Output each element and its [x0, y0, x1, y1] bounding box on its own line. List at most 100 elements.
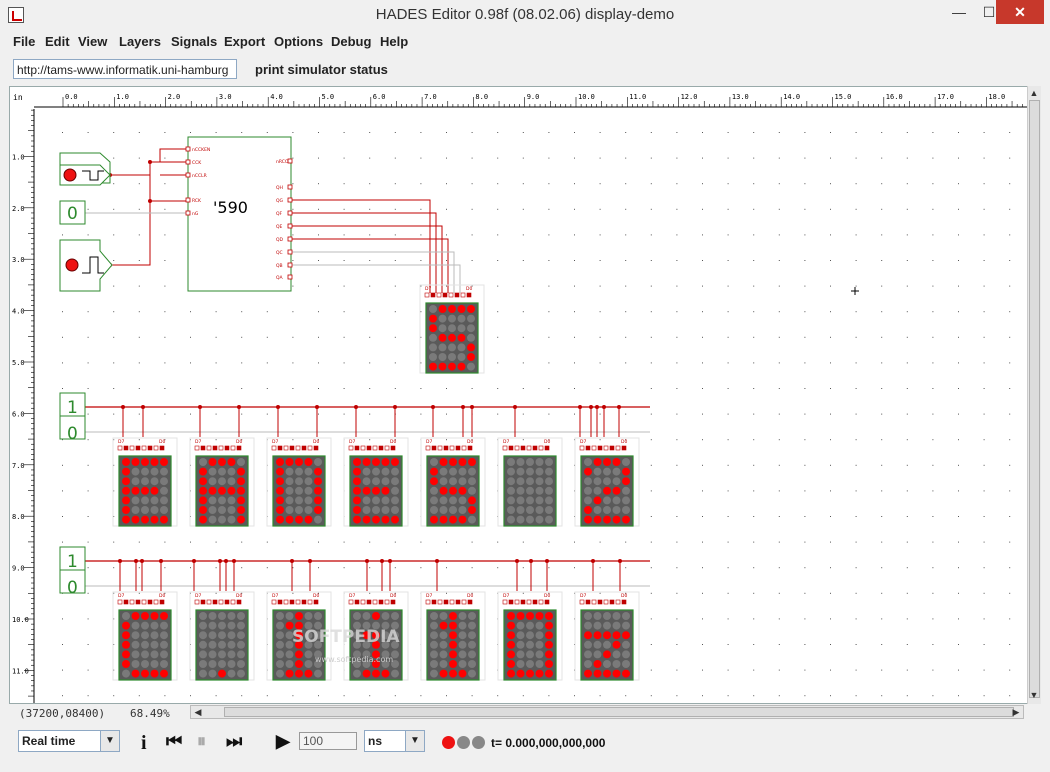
chip-pin-label: QH: [276, 185, 283, 191]
grid-dot: [830, 516, 831, 517]
matrix-led-on: [449, 458, 457, 466]
matrix-led-off: [593, 650, 602, 659]
tap-junction: [276, 405, 280, 409]
matrix-input-pin: [360, 445, 366, 451]
matrix-led-off: [467, 324, 475, 333]
ruler-top-label: 14.0: [783, 93, 800, 101]
matrix-led-on: [237, 467, 245, 476]
grid-dot: [676, 490, 678, 492]
matrix-led-off: [314, 640, 322, 649]
fast-forward-icon[interactable]: ⏭: [226, 731, 243, 751]
matrix-led-off: [160, 650, 168, 659]
menu-export[interactable]: Export: [224, 34, 266, 49]
matrix-led-off: [276, 660, 284, 668]
matrix-led-off: [438, 353, 447, 361]
vertical-scrollbar[interactable]: ▲ ▼: [1027, 86, 1041, 704]
grid-dot: [241, 541, 243, 543]
matrix-input-pin: [212, 599, 218, 605]
grid-dot: [830, 618, 831, 620]
matrix-led-on: [353, 515, 361, 524]
matrix-input-pin: [147, 599, 153, 605]
rewind-icon[interactable]: ⏮: [166, 731, 183, 751]
grid-dot: [650, 132, 652, 133]
maximize-button[interactable]: ☐: [982, 4, 996, 20]
grid-dot: [113, 464, 115, 466]
matrix-led-on: [516, 612, 525, 620]
grid-dot: [599, 567, 601, 569]
step-value-input[interactable]: 100: [299, 732, 357, 750]
matrix-led-off: [603, 612, 611, 620]
scroll-right-icon[interactable]: ▶: [1012, 707, 1020, 717]
matrix-led-on: [593, 660, 602, 668]
menu-edit[interactable]: Edit: [45, 34, 70, 49]
matrix-led-on: [199, 515, 207, 524]
matrix-led-on: [448, 362, 456, 371]
grid-dot: [778, 541, 780, 543]
menu-file[interactable]: File: [13, 34, 36, 49]
grid-dot: [753, 157, 755, 159]
grid-dot: [804, 541, 806, 543]
matrix-led-off: [622, 660, 630, 668]
matrix-led-on: [372, 650, 380, 659]
chevron-down-icon[interactable]: ▼: [100, 731, 119, 751]
matrix-led-on: [353, 486, 361, 495]
time-unit-select[interactable]: ns ▼: [364, 730, 425, 752]
pause-icon[interactable]: ⏸: [197, 731, 206, 751]
matrix-led-off: [304, 467, 313, 476]
menu-view[interactable]: View: [78, 34, 108, 49]
close-button[interactable]: ✕: [996, 0, 1044, 24]
vertical-scroll-thumb[interactable]: [1029, 100, 1040, 698]
matrix-led-off: [227, 660, 236, 668]
matrix-led-on: [295, 669, 303, 678]
sim-running-led-icon: [442, 736, 455, 749]
matrix-led-off: [237, 612, 245, 620]
matrix-led-off: [208, 477, 217, 486]
minimize-button[interactable]: —: [952, 4, 966, 20]
grid-dot: [420, 567, 422, 569]
grid-dot: [164, 388, 166, 389]
matrix-led-off: [526, 458, 534, 466]
matrix-led-off: [150, 496, 159, 505]
grid-dot: [830, 439, 831, 441]
print-status-button[interactable]: print simulator status: [255, 62, 388, 77]
scroll-down-icon[interactable]: ▼: [1029, 690, 1039, 700]
grid-dot: [958, 490, 959, 492]
grid-dot: [266, 567, 268, 569]
scroll-left-icon[interactable]: ◀: [194, 707, 202, 717]
grid-dot: [599, 413, 601, 415]
grid-dot: [778, 567, 780, 569]
horizontal-scroll-thumb[interactable]: [224, 707, 1014, 717]
menu-layers[interactable]: Layers: [119, 34, 161, 49]
grid-dot: [727, 541, 729, 543]
matrix-led-off: [131, 477, 140, 486]
grid-dot: [215, 439, 217, 441]
grid-dot: [676, 567, 678, 569]
matrix-input-pin: [526, 445, 532, 451]
menu-signals[interactable]: Signals: [171, 34, 218, 49]
matrix-led-off: [362, 660, 371, 668]
horizontal-scrollbar[interactable]: ◀ ▶: [190, 705, 1024, 719]
matrix-led-off: [535, 621, 544, 630]
single-step-icon[interactable]: ▶: [276, 731, 290, 751]
grid-dot: [497, 234, 499, 236]
menu-options[interactable]: Options: [274, 34, 324, 49]
menu-help[interactable]: Help: [380, 34, 409, 49]
chevron-down-icon[interactable]: ▼: [405, 731, 424, 751]
matrix-led-off: [448, 324, 456, 333]
matrix-led-off: [545, 515, 553, 524]
grid-dot: [932, 541, 934, 543]
matrix-led-off: [516, 486, 525, 495]
grid-dot: [906, 260, 908, 261]
scroll-up-icon[interactable]: ▲: [1029, 88, 1039, 98]
sim-mode-select[interactable]: Real time ▼: [18, 730, 120, 752]
matrix-led-on: [526, 612, 534, 620]
url-input[interactable]: http://tams-www.informatik.uni-hamburg: [13, 59, 237, 79]
status-line: (37200,08400) 68.49% ◀ ▶: [0, 704, 1050, 722]
menu-debug[interactable]: Debug: [331, 34, 372, 49]
grid-dot: [804, 413, 806, 415]
grid-dot: [1009, 592, 1011, 594]
matrix-led-on: [122, 631, 130, 640]
info-icon[interactable]: i: [141, 732, 147, 754]
